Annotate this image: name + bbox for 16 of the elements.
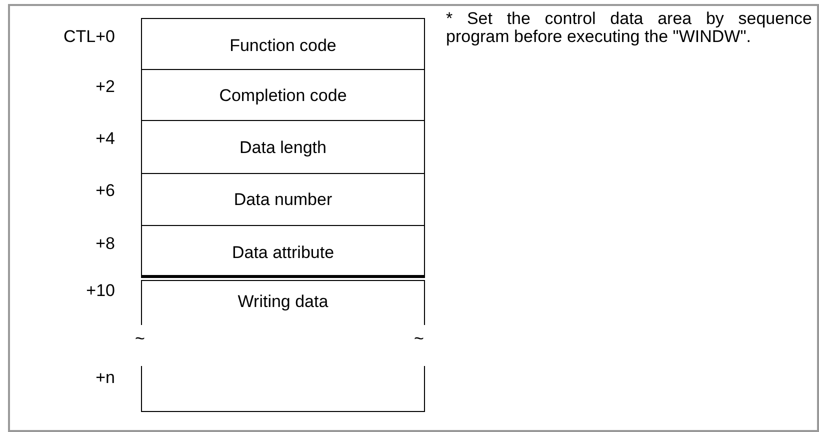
footnote: * Set the control data area by sequence program before executing the "WINDW". bbox=[446, 10, 812, 46]
offset-label: CTL+0 bbox=[64, 27, 115, 47]
offset-label: +2 bbox=[96, 77, 115, 97]
field-name: Data attribute bbox=[230, 243, 336, 263]
offset-label: +4 bbox=[96, 129, 115, 149]
offset-label: +6 bbox=[96, 181, 115, 201]
offset-label: +8 bbox=[96, 234, 115, 254]
offset-label: +n bbox=[96, 368, 115, 388]
field-name: Data number bbox=[232, 190, 334, 210]
break-mark: ~ bbox=[135, 330, 145, 348]
field-name: Function code bbox=[228, 36, 338, 56]
break-mark: ~ bbox=[414, 330, 424, 348]
offset-label: +10 bbox=[86, 281, 115, 301]
field-name: Writing data bbox=[236, 292, 330, 312]
field-name: Data length bbox=[238, 138, 328, 158]
field-name: Completion code bbox=[218, 86, 348, 106]
